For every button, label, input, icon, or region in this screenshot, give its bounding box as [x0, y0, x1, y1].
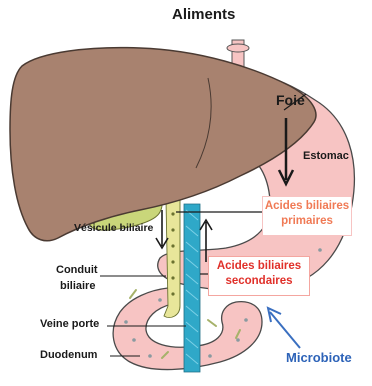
- acides-primaires-line-1: Acides biliaires: [263, 199, 351, 214]
- conduit-label-2: biliaire: [60, 280, 95, 292]
- veine-porte: [184, 204, 200, 372]
- aliments-label: Aliments: [172, 6, 235, 23]
- foie-label: Foie: [276, 92, 305, 108]
- veine-porte-label: Veine porte: [40, 318, 99, 330]
- conduit-label-1: Conduit: [56, 264, 98, 276]
- microbiote-arrow: [268, 308, 300, 348]
- acides-secondaires-box: Acides biliaires secondaires: [208, 256, 310, 296]
- vesicule-label: Vésicule biliaire: [74, 222, 153, 234]
- acides-secondaires-line-2: secondaires: [209, 274, 309, 289]
- acides-primaires-line-2: primaires: [263, 214, 351, 229]
- estomac-label: Estomac: [303, 150, 349, 162]
- duodenum-label: Duodenum: [40, 349, 97, 361]
- acides-primaires-box: Acides biliaires primaires: [262, 196, 352, 236]
- microbiote-label: Microbiote: [286, 350, 352, 365]
- esophagus-top: [227, 44, 249, 52]
- acides-secondaires-line-1: Acides biliaires: [209, 259, 309, 274]
